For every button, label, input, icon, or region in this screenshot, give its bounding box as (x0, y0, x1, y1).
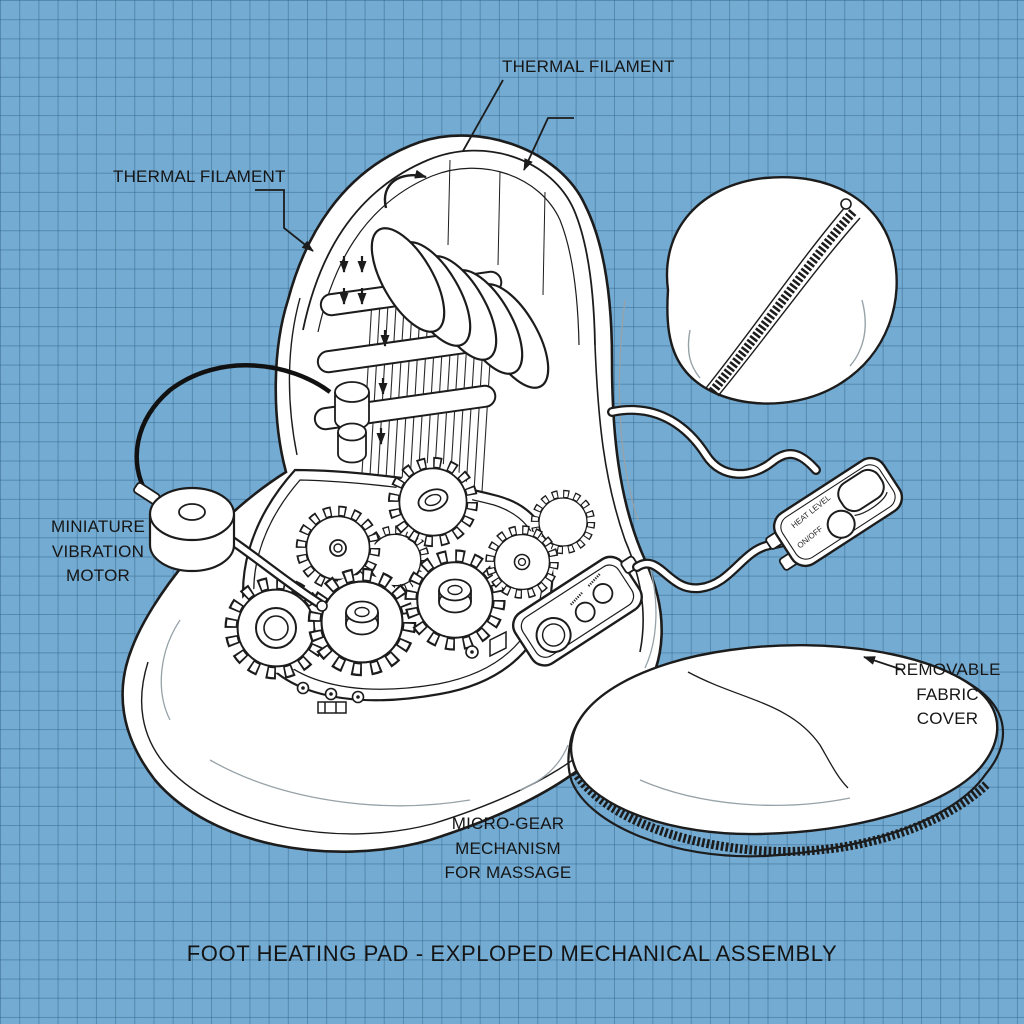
heel-inner-line (594, 344, 644, 653)
fabric-cover-top (665, 176, 898, 405)
leader-lines (255, 79, 904, 671)
cover-top-body (665, 176, 898, 405)
column-cylinder-stack (334, 381, 370, 464)
leader-removable-cover (863, 656, 904, 671)
zipper-teeth-bottom (571, 769, 991, 857)
zipper-teeth-top (708, 209, 857, 395)
cover-bottom-crease (639, 779, 851, 806)
label-micro-gear-mechanism: MICRO-GEAR MECHANISM FOR MASSAGE (444, 814, 572, 883)
leader-thermal-top-1 (462, 79, 504, 152)
zipper-pull-top (840, 198, 852, 210)
zipper-edge-2 (717, 217, 861, 397)
motor-shaft (225, 535, 323, 607)
panel-dial[interactable] (530, 611, 577, 658)
main-unit (121, 134, 663, 854)
diagram-title: FOOT HEATING PAD - EXPLOPED MECHANICAL A… (186, 941, 838, 966)
panel-button-2[interactable] (590, 580, 616, 606)
coil-loop-1 (370, 227, 446, 333)
vibration-motor (133, 363, 332, 612)
label-vibration-motor: MINIATURE VIBRATION MOTOR (50, 517, 146, 586)
base-crease (160, 619, 569, 807)
label-thermal-filament-side: THERMAL FILAMENT (113, 167, 286, 186)
remote-heat-button[interactable] (833, 465, 888, 516)
cover-top-creases (687, 299, 866, 379)
rotation-arrow-icon (383, 169, 427, 209)
motor-spindle-hole (178, 503, 206, 521)
panel-dial-inner (541, 623, 566, 647)
remote-power-button[interactable] (823, 506, 860, 543)
cable-device-to-remote (609, 407, 819, 477)
leader-thermal-side (255, 189, 314, 252)
remote-button-shadow (854, 491, 888, 517)
cover-bottom-top-surface (569, 643, 999, 836)
inner-arch-line (302, 149, 596, 346)
motor-wire (134, 363, 332, 496)
base-inner-line (140, 661, 631, 835)
leader-thermal-top-2 (523, 117, 574, 171)
thermal-filament-assembly (313, 227, 550, 525)
heel-crease (618, 299, 657, 669)
label-removable-cover: REMOVABLE FABRIC COVER (894, 660, 1001, 729)
hand-remote: ON/OFF HEAT LEVEL (765, 456, 904, 571)
zipper-edge-1 (705, 205, 847, 389)
micro-gear-mechanism (231, 463, 591, 714)
label-thermal-filament-top: THERMAL FILAMENT (502, 57, 675, 76)
cover-bottom-seam (687, 671, 849, 789)
gear-hubs (255, 488, 531, 649)
shaft-joint (316, 600, 328, 612)
panel-face (520, 564, 635, 658)
fabric-cover-bottom (567, 643, 1005, 858)
inner-arch-line-2 (317, 167, 580, 346)
panel-button-1[interactable] (572, 599, 598, 625)
arch-seams (447, 159, 546, 296)
tray-screws (296, 630, 507, 714)
side-control-panel (511, 555, 643, 667)
panel-micro-markings (569, 573, 601, 606)
